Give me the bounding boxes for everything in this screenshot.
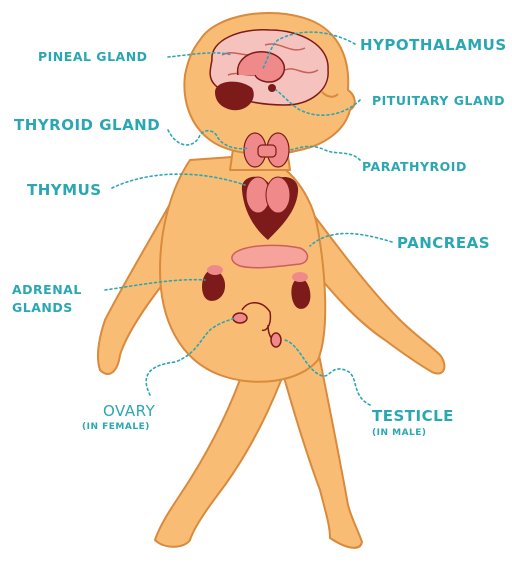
label-hypothalamus: HYPOTHALAMUS [360,38,507,53]
label-adrenal-line1: ADRENAL [12,284,82,297]
label-pancreas: PANCREAS [397,236,490,251]
label-testicle: TESTICLE [372,409,454,424]
label-ovary: OVARY [103,404,155,419]
label-thymus: THYMUS [27,183,102,198]
label-thyroid-gland: THYROID GLAND [14,118,160,133]
label-parathyroid: PARATHYROID [362,161,467,174]
pancreas-shape [232,245,308,267]
label-testicle-note: (IN MALE) [372,429,427,438]
label-ovary-note: (IN FEMALE) [82,423,150,432]
pituitary-shape [268,84,276,92]
brain [210,30,328,110]
label-pituitary-gland: PITUITARY GLAND [372,95,505,108]
label-pineal-gland: PINEAL GLAND [38,51,148,64]
label-adrenal-line2: GLANDS [12,302,73,315]
